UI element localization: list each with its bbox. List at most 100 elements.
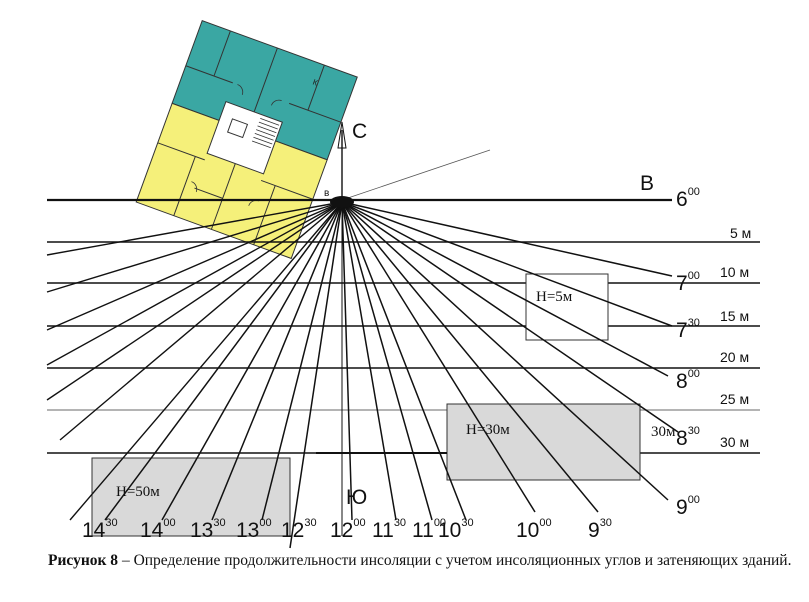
label-h30: H=30м <box>466 422 510 438</box>
fan-ray-west-2 <box>46 201 343 293</box>
hour-label-14-00: 1400 <box>140 517 176 542</box>
building-h30 <box>446 403 641 481</box>
ray-9-30 <box>341 201 599 513</box>
hour-label-7-00: 700 <box>676 270 700 295</box>
ray-13-30 <box>211 201 343 521</box>
hour-label-8-00-main: 8 <box>676 370 688 393</box>
hour-label-13-00: 1300 <box>236 517 272 542</box>
fan-ray-west-7 <box>69 201 343 521</box>
hour-label-6-00: 600 <box>676 186 700 211</box>
ray-7-30 <box>341 201 673 327</box>
hour-label-14-30: 1430 <box>82 517 118 542</box>
hour-label-7-30-sup: 30 <box>688 317 700 329</box>
north-arrow-head <box>337 121 347 149</box>
hour-label-8-00: 800 <box>676 368 700 393</box>
dist-label-30m: 30 м <box>720 434 749 450</box>
plan-stair-steps <box>251 118 280 149</box>
hour-label-11-30-main: 11 <box>372 519 394 542</box>
fan-ray-west-4 <box>46 201 343 366</box>
fan-ray-west-1 <box>46 201 343 256</box>
insolation-diagram: К H=5м H=30м 30м H=50м в С В Ю 5 м 10 м … <box>46 19 760 549</box>
building-h50 <box>91 457 291 537</box>
fan-ray-west-6 <box>59 201 343 441</box>
hour-label-7-30: 730 <box>676 317 700 342</box>
fan-ray-west-5 <box>46 201 343 401</box>
hour-label-13-00-main: 13 <box>236 519 259 542</box>
hour-label-12-30-sup: 30 <box>304 517 316 529</box>
hour-label-11-00: 1100 <box>412 517 446 542</box>
plan-door-arcs <box>191 84 282 206</box>
caption-label: Рисунок 8 <box>48 552 119 569</box>
plan-walls <box>157 30 342 245</box>
ray-12-30 <box>289 201 343 549</box>
hour-label-10-30-sup: 30 <box>461 517 473 529</box>
ray-9-00 <box>341 201 669 501</box>
hour-label-13-30: 1330 <box>190 517 226 542</box>
hour-label-13-30-main: 13 <box>190 519 213 542</box>
hour-label-10-00-sup: 00 <box>539 517 551 529</box>
hour-label-6-00-main: 6 <box>676 188 688 211</box>
point-label: в <box>324 188 329 199</box>
dist-label-5m: 5 м <box>730 225 751 241</box>
hour-label-9-00: 900 <box>676 494 700 519</box>
hour-label-8-30: 830 <box>676 425 700 450</box>
hour-label-9-00-sup: 00 <box>688 494 700 506</box>
hour-label-11-30-sup: 30 <box>394 517 406 529</box>
hour-label-7-00-main: 7 <box>676 272 688 295</box>
plan-elevator <box>226 118 249 139</box>
figure-caption: Рисунок 8 – Определение продолжительност… <box>18 550 798 572</box>
hour-label-12-30: 1230 <box>281 517 317 542</box>
hour-label-11-00-sup: 00 <box>434 517 446 529</box>
dist-label-20m: 20 м <box>720 349 749 365</box>
hour-label-10-30-main: 10 <box>438 519 461 542</box>
label-h30-side: 30м <box>651 424 676 440</box>
sun-rays <box>46 201 679 549</box>
room-mark: К <box>311 77 319 87</box>
hour-label-8-30-sup: 30 <box>688 425 700 437</box>
hour-label-14-00-main: 14 <box>140 519 164 542</box>
hour-label-9-30-main: 9 <box>588 519 600 542</box>
ray-8-30 <box>341 201 679 433</box>
ray-14-00 <box>161 201 343 521</box>
hour-label-13-30-sup: 30 <box>213 517 225 529</box>
north-label: С <box>352 120 367 143</box>
ray-10-00 <box>341 201 536 513</box>
hour-label-12-00: 1200 <box>330 517 366 542</box>
ray-12-00 <box>341 201 353 521</box>
ray-11-30 <box>341 201 397 521</box>
hour-label-11-00-main: 11 <box>412 519 434 542</box>
ray-7-00 <box>341 201 673 277</box>
ray-11-00 <box>341 201 433 521</box>
hour-label-10-30: 1030 <box>438 517 474 542</box>
hour-label-8-30-main: 8 <box>676 427 688 450</box>
building-plan: К <box>135 19 358 260</box>
hour-label-14-30-main: 14 <box>82 519 106 542</box>
hour-label-12-00-main: 12 <box>330 519 353 542</box>
hour-label-14-00-sup: 00 <box>163 517 175 529</box>
caption-text: – Определение продолжительности инсоляци… <box>118 552 792 569</box>
hour-label-14-30-sup: 30 <box>105 517 117 529</box>
hour-label-7-00-sup: 00 <box>688 270 700 282</box>
label-h50: H=50м <box>116 484 160 500</box>
fan-ray-west-3 <box>46 201 343 331</box>
hour-label-12-30-main: 12 <box>281 519 304 542</box>
hour-label-13-00-sup: 00 <box>259 517 271 529</box>
ray-14-30 <box>104 201 343 521</box>
hour-label-12-00-sup: 00 <box>353 517 365 529</box>
ray-8-00 <box>341 201 669 377</box>
hour-label-9-30-sup: 30 <box>600 517 612 529</box>
hour-label-8-00-sup: 00 <box>688 368 700 380</box>
dist-label-10m: 10 м <box>720 264 749 280</box>
hour-label-11-30: 1130 <box>372 517 406 542</box>
hour-label-9-00-main: 9 <box>676 496 688 519</box>
hour-label-7-30-main: 7 <box>676 319 688 342</box>
hour-label-10-00-main: 10 <box>516 519 539 542</box>
northeast-ray <box>341 149 491 201</box>
hour-label-6-00-sup: 00 <box>688 186 700 198</box>
south-label: Ю <box>346 486 367 509</box>
hour-label-10-00: 1000 <box>516 517 552 542</box>
label-h5: H=5м <box>536 289 573 305</box>
hour-labels: 6007007308008309009301000103011001130120… <box>82 186 700 542</box>
dist-label-25m: 25 м <box>720 391 749 407</box>
dist-label-15m: 15 м <box>720 308 749 324</box>
